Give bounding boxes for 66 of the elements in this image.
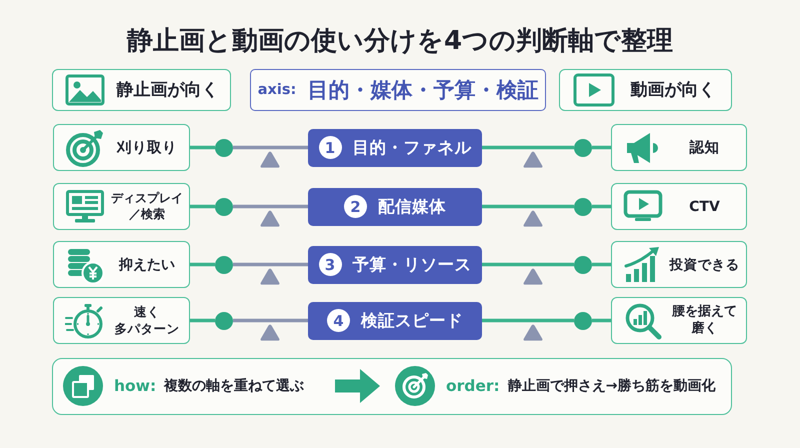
option-card: [611, 297, 747, 344]
summary-text: 複数の軸を重ねて選ぶ: [164, 377, 304, 395]
option-card: [611, 124, 747, 171]
connector-line: [482, 146, 574, 150]
title: 静止画と動画の使い分けを4つの判断軸で整理: [126, 25, 674, 58]
connector-line: [233, 262, 308, 266]
connector-line: [592, 318, 611, 322]
number-badge: 1: [318, 136, 342, 159]
card-label: CTV: [689, 198, 720, 217]
connector-line: [190, 204, 215, 208]
connector-dot: [215, 256, 233, 274]
option-card: [559, 69, 732, 111]
axis-band: [308, 188, 482, 226]
connector-line: [482, 318, 574, 322]
connector-dot: [574, 198, 592, 216]
prefix-label: how:: [114, 377, 156, 395]
connector-dot: [215, 138, 233, 156]
axis-label: 予算・リソース: [352, 254, 472, 276]
axis-band: [308, 302, 482, 340]
connector-dot: [215, 312, 233, 330]
axis-label: 検証スピード: [361, 310, 463, 332]
axis-label: 目的・ファネル: [352, 136, 472, 158]
connector-dot: [574, 312, 592, 330]
summary-panel: [52, 358, 732, 415]
prefix-label: order:: [446, 377, 500, 395]
connector-line: [482, 262, 574, 266]
connector-dot: [215, 198, 233, 216]
card-label: 抑えたい: [119, 256, 175, 275]
number-badge: 4: [327, 309, 350, 332]
connector-line: [233, 318, 308, 322]
connector-line: [482, 204, 574, 208]
card-label: 刈り取り: [117, 139, 177, 158]
card-label: 速く多パターン: [114, 304, 180, 337]
option-card: [52, 69, 231, 111]
axis-title: 目的・媒体・予算・検証: [307, 77, 538, 104]
axis-band: [308, 128, 482, 166]
number-badge: 3: [318, 253, 342, 276]
option-card: [53, 183, 190, 230]
card-label: ディスプレイ／検索: [110, 190, 184, 222]
option-card: [611, 241, 747, 288]
connector-line: [190, 262, 215, 266]
axis-label: 配信媒体: [378, 196, 446, 218]
connector-line: [592, 204, 611, 208]
heading-card: [250, 69, 546, 111]
connector-line: [190, 318, 215, 322]
option-card: [611, 183, 747, 230]
option-card: [53, 124, 190, 171]
axis-band: [308, 246, 482, 284]
option-card: [53, 297, 190, 344]
option-card: [53, 241, 190, 288]
connector-line: [190, 146, 215, 150]
number-badge: 2: [344, 195, 367, 218]
card-label: 静止画が向く: [116, 78, 218, 102]
connector-line: [233, 204, 308, 208]
connector-line: [592, 146, 611, 150]
card-label: 投資できる: [670, 257, 740, 275]
summary-text: 静止画で押さえ→勝ち筋を動画化: [508, 377, 716, 395]
connector-dot: [574, 256, 592, 274]
connector-line: [233, 146, 308, 150]
connector-dot: [574, 138, 592, 156]
connector-line: [592, 262, 611, 266]
arrow: [335, 369, 380, 403]
prefix-label: axis:: [258, 82, 296, 98]
card-label: 認知: [690, 139, 720, 158]
card-label: 腰を据えて磨く: [670, 304, 738, 338]
card-label: 動画が向く: [630, 78, 716, 102]
